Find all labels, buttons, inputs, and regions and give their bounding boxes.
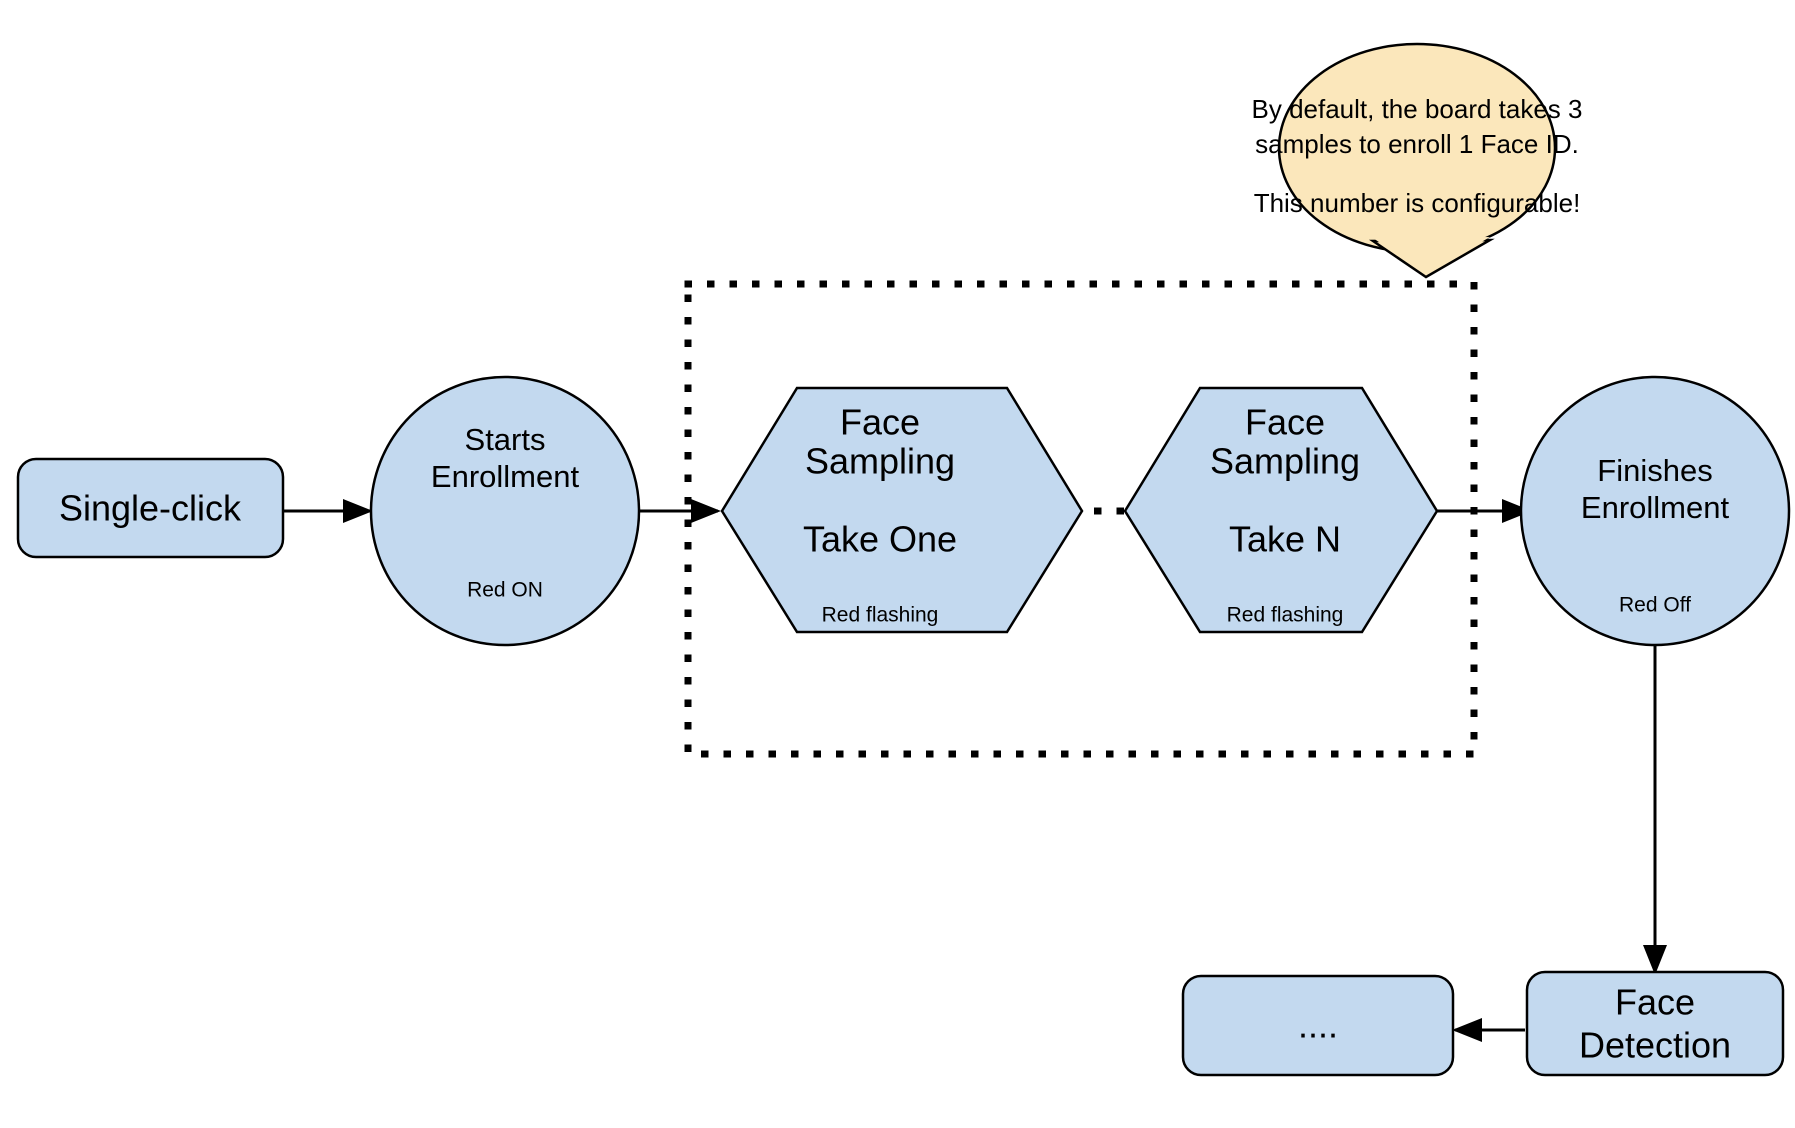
face-sampling-one-label-line1: Face: [840, 402, 920, 443]
callout-tail-seam: [1373, 237, 1490, 274]
starts-enrollment-shape: [369, 375, 641, 647]
callout-line-2: samples to enroll 1 Face ID.: [1255, 129, 1579, 159]
finishes-enrollment-label-line2: Enrollment: [1581, 490, 1730, 525]
face-detection-label-line1: Face: [1615, 982, 1695, 1023]
starts-enrollment-label-line2: Enrollment: [431, 459, 580, 494]
single-click-label: Single-click: [59, 488, 242, 529]
face-sampling-n-take: Take N: [1229, 519, 1341, 560]
callout-line-3: This number is configurable!: [1254, 188, 1581, 218]
face-sampling-one-label-line2: Sampling: [805, 441, 955, 482]
face-sampling-one-status: Red flashing: [822, 604, 939, 627]
face-sampling-one-take: Take One: [803, 519, 957, 560]
node-starts-enrollment[interactable]: Starts Enrollment Red ON: [369, 375, 641, 647]
node-finishes-enrollment[interactable]: Finishes Enrollment Red Off: [1519, 375, 1791, 647]
face-sampling-one-shape: [720, 386, 1084, 634]
finishes-enrollment-label-line1: Finishes: [1597, 453, 1712, 488]
finishes-enrollment-shape: [1519, 375, 1791, 647]
more-steps-shape: [1181, 974, 1455, 1077]
node-face-detection[interactable]: Face Detection: [1525, 970, 1785, 1077]
node-face-sampling-n[interactable]: Face Sampling Take N Red flashing: [1123, 386, 1439, 634]
face-sampling-n-label-line1: Face: [1245, 402, 1325, 443]
face-detection-label-line2: Detection: [1579, 1025, 1731, 1066]
starts-enrollment-label-line1: Starts: [465, 422, 546, 457]
face-sampling-n-shape: [1123, 386, 1439, 634]
node-face-sampling-one[interactable]: Face Sampling Take One Red flashing: [720, 386, 1084, 634]
node-single-click[interactable]: Single-click: [16, 457, 285, 559]
node-more-steps[interactable]: ....: [1181, 974, 1455, 1077]
callout-note: By default, the board takes 3 samples to…: [1252, 42, 1583, 279]
starts-enrollment-status: Red ON: [467, 579, 543, 602]
face-sampling-n-status: Red flashing: [1227, 604, 1344, 627]
more-steps-label: ....: [1298, 1005, 1338, 1046]
face-sampling-n-label-line2: Sampling: [1210, 441, 1360, 482]
finishes-enrollment-status: Red Off: [1619, 594, 1691, 617]
face-detection-shape: [1525, 970, 1785, 1077]
single-click-shape: [16, 457, 285, 559]
callout-line-1: By default, the board takes 3: [1252, 94, 1583, 124]
